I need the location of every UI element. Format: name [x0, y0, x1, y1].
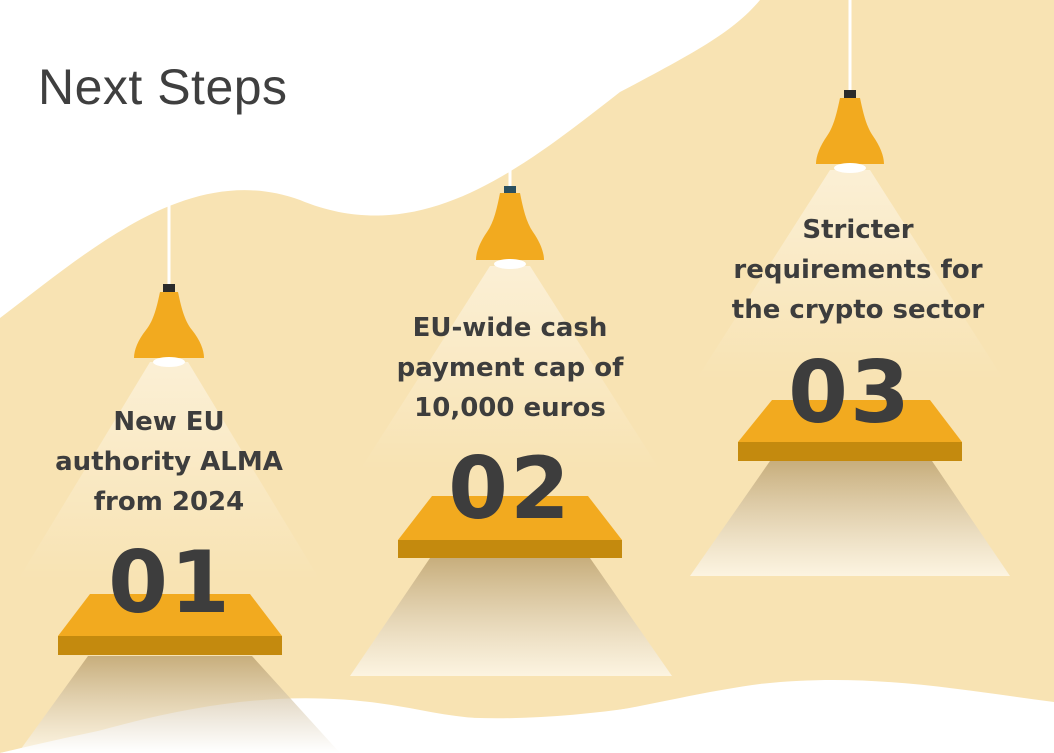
- step-1-label-line: from 2024: [93, 487, 245, 517]
- step-2-lamp-shade: [476, 193, 544, 260]
- step-2-label: EU-wide cash payment cap of 10,000 euros: [340, 308, 680, 428]
- step-1-light-beam: [18, 362, 320, 580]
- step-2-lamp: [360, 112, 660, 470]
- step-2-shadow: [350, 558, 672, 676]
- step-2-platform-front: [398, 540, 622, 558]
- step-1-shadow: [18, 656, 340, 753]
- step-2-number: 02: [448, 439, 572, 539]
- step-1-platform-top: [58, 594, 282, 636]
- step-3-lamp-cap: [844, 90, 856, 98]
- step-1-lamp-cap: [163, 284, 175, 292]
- step-3-lamp: [696, 0, 1004, 380]
- step-2-lamp-cap: [504, 186, 516, 193]
- step-3-label-line: Stricter: [802, 215, 914, 245]
- step-2-platform-top: [398, 496, 622, 540]
- step-2-bulb-glow: [494, 259, 526, 269]
- step-3-platform-top: [738, 400, 962, 442]
- step-1-lamp-shade: [134, 292, 204, 358]
- step-3-bulb-glow: [834, 163, 866, 173]
- step-1-label-line: New EU: [113, 407, 225, 437]
- step-2-platform: [350, 496, 672, 676]
- step-3-label-line: requirements for: [733, 255, 983, 285]
- step-3-platform: [690, 400, 1010, 576]
- step-1-bulb-glow: [153, 357, 185, 367]
- step-2-label-line: payment cap of: [396, 353, 624, 383]
- step-1-label: New EU authority ALMA from 2024: [19, 402, 319, 522]
- step-3-platform-front: [738, 442, 962, 461]
- step-1-lamp: [18, 172, 320, 580]
- step-2-light-beam: [360, 266, 660, 470]
- step-3-label: Stricter requirements for the crypto sec…: [690, 210, 1026, 330]
- step-2-label-line: 10,000 euros: [414, 393, 606, 423]
- page-title: Next Steps: [38, 59, 288, 115]
- step-2-label-line: EU-wide cash: [412, 313, 608, 343]
- step-3-number: 03: [788, 343, 912, 443]
- step-1-number: 01: [108, 533, 232, 633]
- step-3-light-beam: [696, 170, 1004, 380]
- step-1-platform-front: [58, 636, 282, 655]
- step-3-label-line: the crypto sector: [731, 295, 985, 325]
- step-1-label-line: authority ALMA: [55, 447, 283, 477]
- step-3-shadow: [690, 461, 1010, 576]
- step-3-lamp-shade: [816, 98, 884, 164]
- step-1-platform: [18, 594, 340, 753]
